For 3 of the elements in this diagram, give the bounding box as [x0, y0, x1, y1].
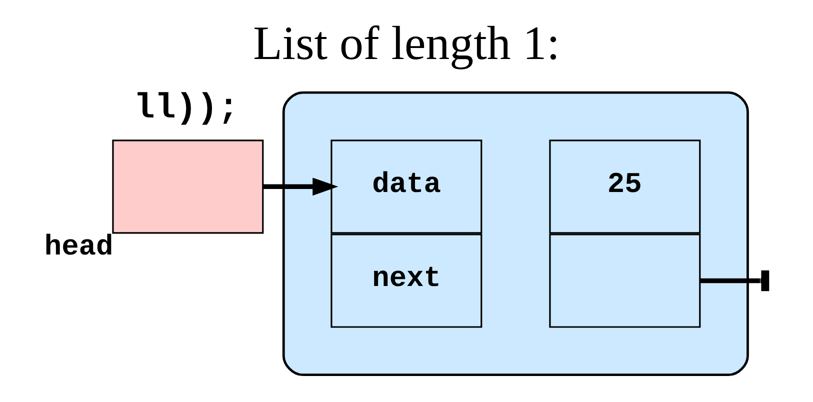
node-label: head	[44, 230, 113, 264]
diagram-title: List of length 1:	[252, 17, 560, 70]
label: ll));	[133, 88, 238, 128]
